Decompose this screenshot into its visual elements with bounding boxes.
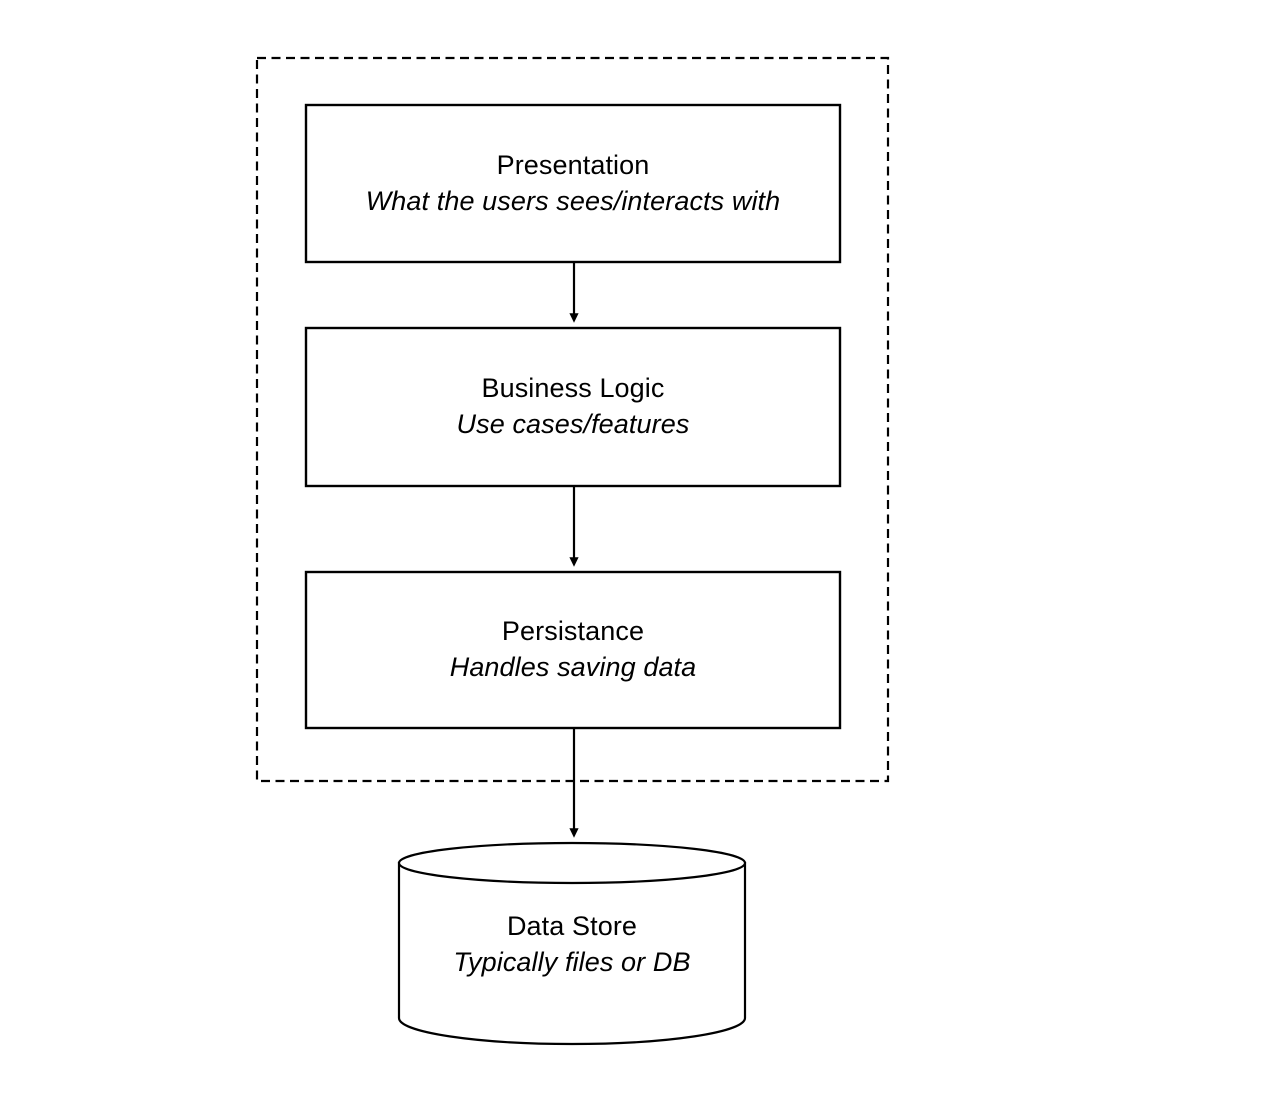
data-store-cylinder[interactable] [397,841,747,1046]
persistance-box[interactable] [304,570,842,730]
application-boundary-rect [255,56,890,783]
business-logic-box[interactable] [304,326,842,488]
presentation-box[interactable] [304,103,842,264]
data-store-body [397,861,747,1046]
data-store-top-ellipse [397,841,747,885]
